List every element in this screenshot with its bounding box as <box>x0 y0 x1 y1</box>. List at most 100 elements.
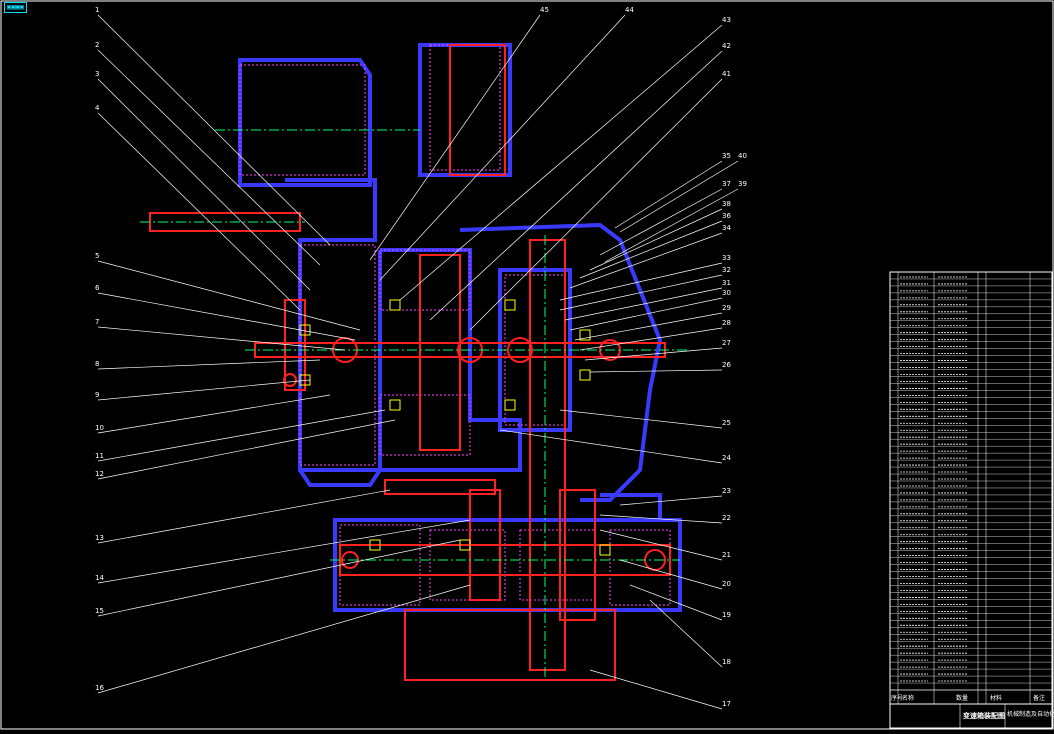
leader-line <box>604 188 739 263</box>
leader-line <box>97 326 346 351</box>
callout-number-left: 5 <box>95 252 99 260</box>
bom-header-cell: 备注 <box>1033 694 1045 702</box>
callout-number-right: 33 <box>722 254 731 262</box>
bearing-mark <box>369 539 381 551</box>
leader-line <box>649 599 723 668</box>
bearing-mark <box>579 329 591 341</box>
callout-number-right: 31 <box>722 279 731 287</box>
leader-line <box>559 274 723 311</box>
drawing-title: 变速箱装配图 <box>963 711 1005 720</box>
bom-header-cell: 序号 <box>891 694 903 702</box>
callout-number-left: 16 <box>95 684 104 692</box>
gear-feature <box>283 373 297 387</box>
callout-number-right: 36 <box>722 212 731 220</box>
section-outline <box>284 299 306 391</box>
bearing-mark <box>459 539 471 551</box>
callout-number-right: 26 <box>722 361 731 369</box>
leader-line <box>97 14 331 246</box>
callout-number-right: 29 <box>722 304 731 312</box>
leader-line <box>599 514 723 524</box>
leader-line <box>97 260 361 331</box>
leader-line <box>469 78 723 331</box>
leader-line <box>614 160 723 229</box>
leader-line <box>564 287 723 321</box>
bearing-mark <box>389 399 401 411</box>
callout-number-top: 43 <box>722 16 731 24</box>
callout-number-right: 17 <box>722 700 731 708</box>
section-outline <box>404 609 616 681</box>
callout-number-right: 38 <box>722 200 731 208</box>
callout-number-top: 41 <box>722 70 731 78</box>
leader-line <box>97 112 301 311</box>
leader-line <box>369 14 541 261</box>
section-outline <box>559 489 596 621</box>
callout-number-left: 10 <box>95 424 104 432</box>
hatched-section <box>519 529 596 601</box>
leader-line <box>97 489 391 544</box>
bom-header-cell: 数量 <box>956 694 968 702</box>
title-block <box>889 703 1053 729</box>
gear-feature <box>507 337 533 363</box>
callout-number-left: 6 <box>95 284 100 292</box>
leader-line <box>97 292 356 341</box>
callout-number-right: 21 <box>722 551 731 559</box>
leader-line <box>599 188 723 256</box>
hatched-section <box>379 394 471 456</box>
leader-line <box>619 559 723 590</box>
bearing-mark <box>599 544 611 556</box>
leader-line <box>599 529 723 561</box>
leader-line <box>399 24 723 301</box>
callout-number-right: 30 <box>722 289 731 297</box>
callout-number-left: 3 <box>95 70 99 78</box>
bom-header-cell: 名称 <box>902 694 914 702</box>
hatched-section <box>239 64 366 176</box>
leader-line <box>619 495 723 506</box>
gearbox-body <box>140 43 690 681</box>
callout-number-right: 34 <box>722 224 731 232</box>
callout-number-top: 44 <box>625 6 634 14</box>
callout-number-right: 35 <box>722 152 731 160</box>
housing-outline <box>498 268 572 432</box>
hatched-section <box>429 44 501 171</box>
leader-line <box>429 50 723 321</box>
housing-outline <box>333 518 682 612</box>
callout-number-right: 32 <box>722 266 731 274</box>
callout-number-left: 1 <box>95 6 99 14</box>
callout-number-top: 42 <box>722 42 731 50</box>
leader-line <box>97 584 471 694</box>
callout-number-right: 28 <box>722 319 731 327</box>
callout-number-right: 40 <box>738 152 747 160</box>
leader-line <box>97 394 331 434</box>
leader-line <box>569 297 723 331</box>
callout-number-right: 25 <box>722 419 731 427</box>
callout-number-left: 11 <box>95 452 104 460</box>
leader-line <box>579 220 723 279</box>
callout-number-left: 15 <box>95 607 104 615</box>
leader-line <box>499 429 723 464</box>
section-outline <box>384 479 496 495</box>
leader-line <box>579 327 723 351</box>
parts-list-table: 序号名称数量材料备注变速箱装配图机械制造及自动化 <box>889 271 1054 729</box>
leader-line <box>97 359 321 370</box>
callout-number-left: 8 <box>95 360 99 368</box>
housing-outline <box>298 468 382 487</box>
bearing-mark <box>504 299 516 311</box>
bearing-mark <box>504 399 516 411</box>
leader-line <box>97 78 311 291</box>
housing-outline <box>285 178 522 472</box>
section-outline <box>529 239 566 671</box>
school-name: 机械制造及自动化 <box>1007 710 1054 718</box>
leader-line <box>569 232 723 289</box>
leader-line <box>584 347 723 361</box>
leader-line <box>589 208 723 271</box>
callout-number-left: 12 <box>95 470 104 478</box>
leader-line <box>629 584 723 621</box>
leader-line <box>589 669 723 710</box>
leader-line <box>97 49 321 266</box>
section-outline <box>419 254 461 451</box>
bom-border <box>889 271 1053 729</box>
leader-line <box>379 14 626 281</box>
